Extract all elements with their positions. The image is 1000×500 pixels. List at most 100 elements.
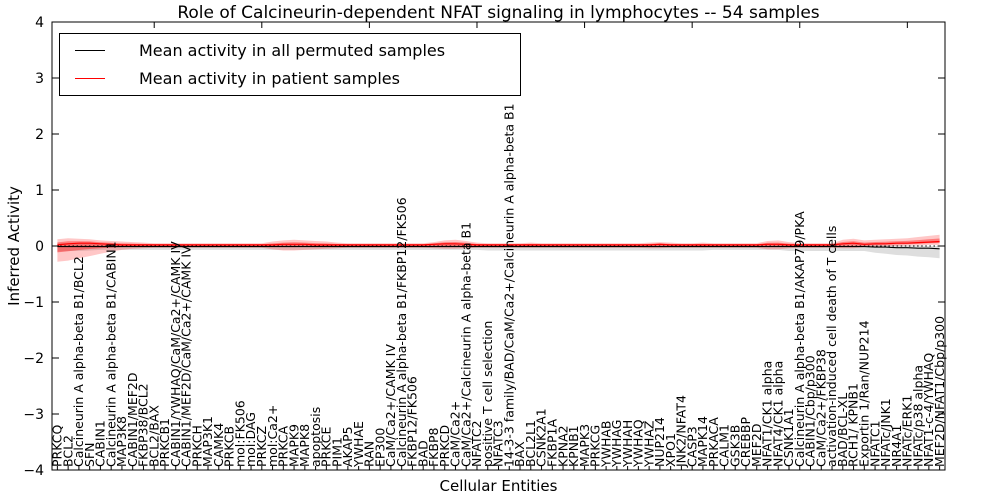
y-tick-label: 2 (35, 127, 44, 143)
x-tick-label: NFATC3 (491, 420, 506, 467)
y-tick-label: 3 (35, 71, 44, 87)
y-axis-label: Inferred Activity (5, 186, 23, 306)
x-tick-label: BAX (512, 441, 527, 467)
legend-label-patient: Mean activity in patient samples (139, 68, 400, 88)
x-tick-label: PRKCZ (254, 426, 269, 467)
x-tick-label: YWHAB (598, 420, 613, 468)
x-tick-label: mol:FK506 (232, 400, 247, 467)
x-tick-label: PRKCB (222, 426, 237, 467)
legend-item-patient: Mean activity in patient samples (60, 65, 520, 93)
x-tick-label: activation-induced cell death of T cells (824, 226, 839, 467)
x-tick-label: BCL2/BAX (146, 405, 161, 467)
y-tick-label: −2 (23, 351, 44, 367)
legend-label-permuted: Mean activity in all permuted samples (139, 41, 446, 61)
x-tick-label: MEF2D (749, 424, 764, 467)
patient-mean-line (57, 240, 940, 246)
x-tick-label: YWHAH (620, 420, 635, 468)
x-tick-label: NFAT4/CK1 alpha (770, 361, 785, 467)
x-tick-label: PIM1 (329, 437, 344, 467)
x-tick-label: mol:DAG (243, 412, 258, 467)
x-tick-label: YWHAE (351, 421, 366, 468)
x-tick-label: 14-3-3 family/BAD/CaM/Ca2+/Calcineurin A… (501, 103, 516, 467)
x-tick-label: CSNK2A1 (534, 408, 549, 467)
x-tick-label: mol:Ca2+ (265, 405, 280, 467)
x-tick-label: PRKCA (276, 426, 291, 467)
x-tick-label: KPNA2 (555, 425, 570, 467)
x-tick-label: EP300 (372, 428, 387, 467)
x-tick-label: SFN (82, 443, 97, 467)
x-tick-label: RAN (362, 441, 377, 467)
x-tick-label: RCH1/ KPNB1 (846, 383, 861, 467)
x-tick-label: PRKCH (189, 425, 204, 467)
x-tick-label: NFATC2 (469, 420, 484, 467)
x-tick-label: PRKCG (588, 425, 603, 467)
x-tick-label: GSK3B (727, 425, 742, 467)
x-tick-label: MAPK8 (297, 424, 312, 467)
x-tick-label: apoptosis (308, 407, 323, 467)
y-tick-label: −4 (23, 463, 44, 479)
x-tick-label: BCL2 (60, 435, 75, 467)
x-tick-label: PRKCD (437, 425, 452, 467)
x-tick-label: MEF2D/NFAT1/Cbp/p300 (932, 316, 947, 467)
x-tick-label: BAD (415, 440, 430, 467)
x-tick-label: Calcineurin A alpha-beta B1/BCL2 (71, 256, 86, 467)
x-tick-label: CALM1 (717, 424, 732, 467)
x-tick-label: YWHAQ (631, 419, 646, 468)
x-tick-label: NR4A1 (889, 425, 904, 468)
legend-item-permuted: Mean activity in all permuted samples (60, 37, 520, 65)
x-tick-label: NFAT1/CK1 alpha (760, 361, 775, 467)
x-tick-label: Calcineurin A alpha-beta B1/FKBP12/FK506 (394, 197, 409, 467)
x-tick-label: YWHAG (609, 420, 624, 468)
x-tick-label: positive T cell selection (480, 321, 495, 467)
x-tick-label: JNK2/NFAT4 (674, 395, 689, 468)
x-tick-label: NFATc/p38 alpha (910, 365, 925, 467)
x-tick-label: MAPK3 (577, 424, 592, 467)
x-tick-label: BCL2L1 (523, 420, 538, 467)
x-tick-label: CABIN1/MEF2D (125, 372, 140, 467)
x-tick-label: NFATc/JNK1 (878, 398, 893, 467)
y-tick-label: 0 (35, 239, 44, 255)
x-tick-label: CSNK1A1 (781, 408, 796, 467)
x-tick-label: FKBP1A (544, 419, 559, 467)
x-tick-label: CABIN1/Cbp/p300 (803, 355, 818, 467)
x-tick-label: FKBP8 (426, 427, 441, 467)
x-tick-label: CaM/Ca2+/FKBP38 (813, 349, 828, 467)
patient-band (57, 234, 940, 262)
x-tick-label: CABIN1 (93, 420, 108, 467)
x-tick-label: KPNB1 (566, 425, 581, 467)
x-tick-label: MAPK14 (695, 416, 710, 467)
x-tick-label: CREBBP (738, 417, 753, 467)
x-tick-label: Exportin 1/Ran/NUP214 (857, 320, 872, 467)
x-tick-label: MAP3K1 (200, 416, 215, 467)
x-tick-label: PRKCB1 (157, 418, 172, 467)
x-tick-label: CaM/Ca2+/Calcineurin A alpha-beta B1 (458, 222, 473, 467)
x-tick-label: PRKCQ (50, 425, 65, 467)
x-tick-label: PRKCE (319, 427, 334, 467)
x-tick-label: FKBP38/BCL2 (136, 383, 151, 467)
x-tick-label: CaM/Ca2+ (448, 401, 463, 467)
x-tick-label: CASP3 (684, 426, 699, 467)
x-tick-label: XPO1 (663, 433, 678, 467)
x-tick-label: MAP3K8 (114, 416, 129, 467)
x-tick-label: CABIN1/MEF2D/CaM/Ca2+/CAMK IV (179, 245, 194, 467)
x-tick-label: AKAP5 (340, 426, 355, 467)
x-tick-label: Calcineurin A alpha-beta B1/CABIN1 (103, 241, 118, 467)
x-tick-label: CaM/Ca2+/CAMK IV (383, 344, 398, 467)
x-tick-label: CAMK4 (211, 423, 226, 467)
x-tick-label: PRKACA (706, 417, 721, 467)
legend-line-black (75, 50, 105, 52)
x-tick-label: NFATC1 (867, 420, 882, 467)
x-tick-label: NUP214 (652, 417, 667, 467)
permuted-mean-line (57, 246, 940, 250)
x-tick-label: FKBP12/FK506 (405, 376, 420, 467)
x-tick-label: BAD/BCL-XL (835, 393, 850, 467)
x-tick-label: NFAT1-c-4/YWHAQ (921, 353, 936, 467)
y-tick-label: −3 (23, 407, 44, 423)
legend: Mean activity in all permuted samples Me… (59, 33, 521, 96)
x-tick-label: NFATc/ERK1 (900, 395, 915, 467)
chart-title: Role of Calcineurin-dependent NFAT signa… (177, 3, 820, 23)
y-tick-label: 1 (35, 183, 44, 199)
x-tick-label: CABIN1/YWHAQ/CaM/Ca2+/CAMK IV (168, 241, 183, 467)
y-tick-label: −1 (23, 295, 44, 311)
